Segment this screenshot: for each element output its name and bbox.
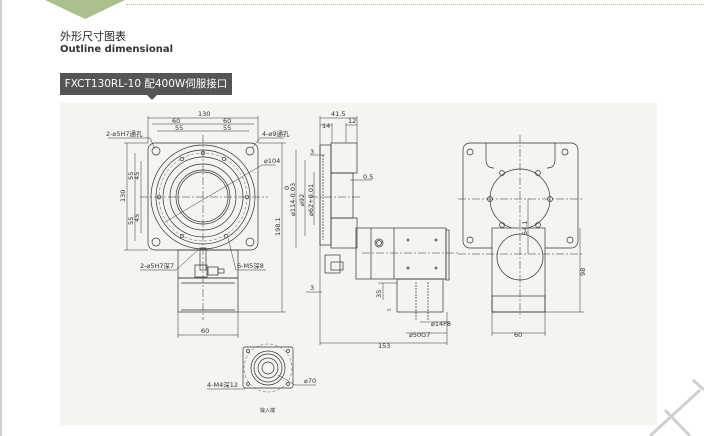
- dim-3-top: 3: [310, 148, 314, 156]
- dim-tolerance-zero: 0: [283, 186, 291, 190]
- input-end-view: [207, 343, 316, 393]
- note-holes: 4-⌀9通孔: [262, 129, 290, 138]
- note-d104: ⌀104: [264, 157, 280, 165]
- section-subtitle: Outline dimensional: [60, 44, 174, 55]
- dim-12: 12: [348, 117, 356, 125]
- side-view: [295, 116, 460, 345]
- note-d70: ⌀70: [304, 377, 316, 385]
- dim-d92: ⌀92: [298, 194, 306, 206]
- dim-14: 14: [322, 122, 330, 130]
- dim-5: 5: [387, 308, 392, 311]
- drawing-panel: [60, 103, 657, 425]
- dim-d114: ⌀114-0.03: [289, 183, 297, 216]
- watermark: [648, 378, 704, 436]
- dotted-divider: [126, 4, 704, 5]
- dim-front-width: 130: [198, 110, 210, 118]
- note-m5: 6-M5深8: [237, 261, 264, 270]
- input-end-caption: 输入端: [260, 407, 275, 414]
- dim-front-45-bottom: 45: [133, 214, 141, 222]
- note-pin-bottom: 2-⌀5H7深7: [140, 261, 174, 270]
- dim-front-60-left: 60: [172, 117, 180, 125]
- dim-front-55-top: 55: [127, 172, 135, 180]
- rear-view: [458, 135, 584, 336]
- note-m4: 4-M4深12: [207, 380, 238, 389]
- dim-54-1: 54.1: [521, 221, 529, 235]
- dim-front-45-top: 45: [133, 172, 141, 180]
- front-view: [108, 116, 286, 338]
- dim-98: 98: [579, 268, 587, 276]
- model-label: FXCT130RL-10 配400W伺服接口: [60, 73, 232, 100]
- header-triangle-decoration: [45, 0, 125, 19]
- dim-front-55-right: 55: [223, 124, 231, 132]
- dim-front-total: 198.1: [274, 217, 282, 236]
- dim-rear-60: 60: [514, 331, 522, 339]
- dim-front-height: 130: [119, 190, 127, 202]
- dim-35: 35: [375, 290, 383, 298]
- dim-153: 153: [378, 342, 390, 350]
- dim-0-5: 0.5: [363, 173, 373, 181]
- dim-d14f8: ⌀14F8: [431, 320, 451, 328]
- section-title: 外形尺寸图表: [60, 30, 126, 43]
- dim-front-55-bottom: 55: [127, 217, 135, 225]
- dim-41-5: 41.5: [331, 110, 345, 118]
- left-border: [0, 0, 2, 436]
- dim-front-bottom: 60: [201, 327, 209, 335]
- dim-front-55-left: 55: [175, 124, 183, 132]
- dim-front-60-right: 60: [223, 117, 231, 125]
- dim-3-bottom: 3: [310, 284, 314, 292]
- note-pin-top: 2-⌀5H7通孔: [106, 129, 143, 138]
- dim-d62: ⌀62+0.01: [307, 184, 315, 216]
- dim-d50g7: ⌀50G7: [409, 331, 430, 339]
